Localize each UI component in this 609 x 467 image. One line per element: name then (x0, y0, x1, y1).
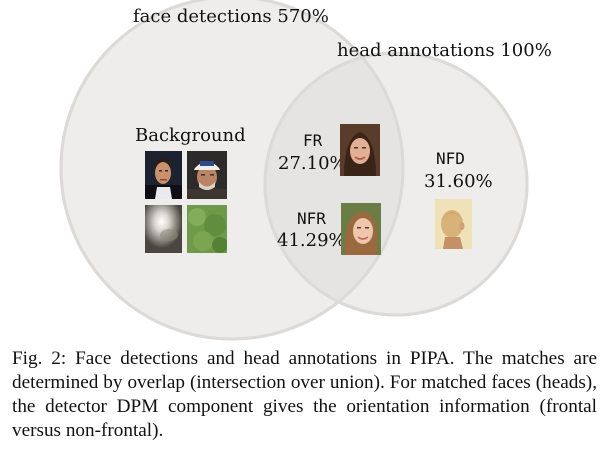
figure-caption: Fig. 2: Face detections and head annotat… (12, 348, 597, 441)
girl-nonfrontal-face-photo (341, 203, 381, 255)
fr-code: FR (303, 131, 323, 150)
back-of-head-photo (435, 199, 472, 249)
background-label: Background (135, 125, 246, 146)
venn-diagram: face detections 570% head annotations 10… (59, 0, 552, 341)
green-foliage-photo (187, 205, 227, 253)
overlap-region (265, 53, 403, 315)
man-with-cap-photo (187, 151, 227, 199)
nfd-code: NFD (436, 149, 465, 168)
venn-circles (59, 0, 529, 341)
nfd-percentage: 31.60% (424, 171, 493, 192)
nfr-percentage: 41.29% (277, 230, 346, 251)
man-face-photo (145, 151, 182, 199)
woman-frontal-face-photo (340, 124, 380, 176)
blurry-light-photo (145, 205, 182, 253)
head-annotations-title: head annotations 100% (337, 40, 552, 61)
fr-percentage: 27.10% (278, 153, 347, 174)
nfr-code: NFR (297, 209, 326, 228)
face-detections-title: face detections 570% (133, 6, 329, 27)
